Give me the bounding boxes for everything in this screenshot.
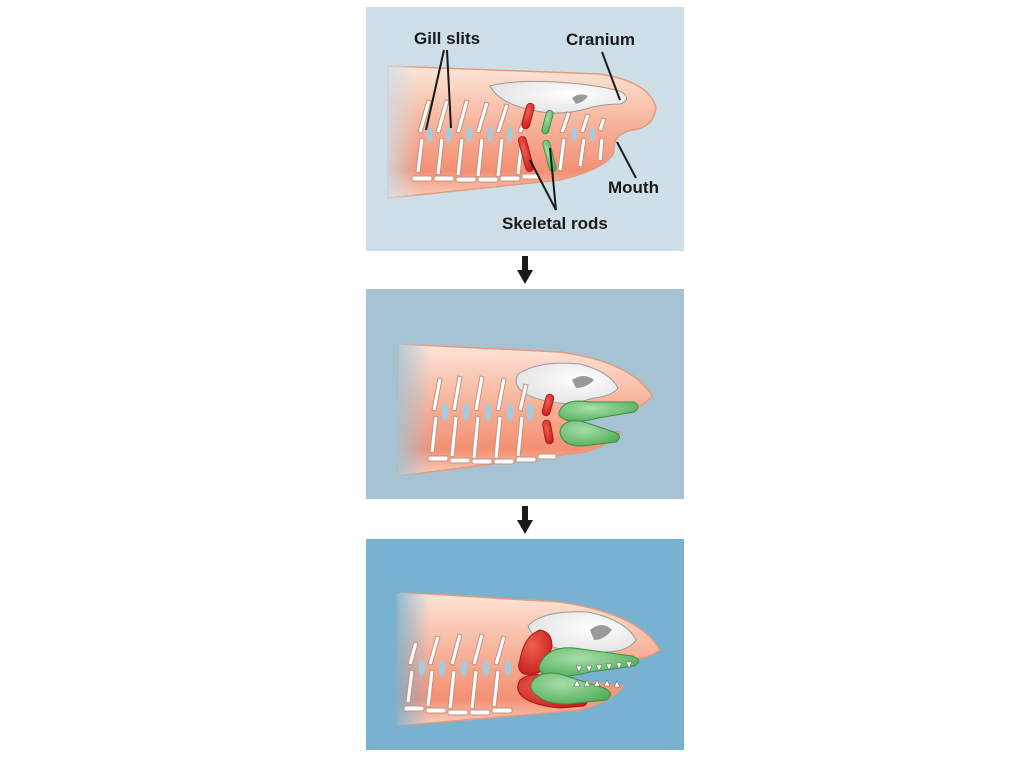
mouth-label: Mouth	[608, 178, 659, 197]
arrow-down-icon	[517, 256, 533, 284]
panel-jawed	[366, 539, 684, 750]
gill-slits	[427, 126, 595, 142]
rod-red-lower-icon	[517, 136, 535, 172]
rod-red-upper-icon	[541, 393, 555, 417]
panel-jawless: Gill slits Cranium Mouth Skeletal rods	[366, 7, 684, 251]
cranium-label: Cranium	[566, 30, 635, 49]
body-fade	[392, 340, 432, 480]
leader-lines	[425, 49, 637, 211]
ventral-bars	[411, 173, 541, 183]
gill-slits	[418, 660, 512, 676]
cranium-icon	[527, 611, 637, 653]
eye-socket-icon	[590, 625, 612, 640]
rod-red-upper-icon	[521, 102, 535, 130]
teeth-icon	[573, 661, 633, 688]
ventral-bars	[427, 453, 557, 465]
rod-green-lower-icon	[542, 139, 557, 172]
gill-slits	[441, 403, 534, 421]
body-fade	[380, 60, 420, 205]
skeletal-rods-label: Skeletal rods	[502, 214, 608, 233]
gill-bars	[415, 99, 607, 178]
upper-jaw-icon	[558, 400, 639, 423]
panel-early-jaws	[366, 289, 684, 499]
skeletal-rods	[517, 102, 557, 172]
rod-green-upper-icon	[541, 110, 554, 135]
gill-slits-label: Gill slits	[414, 29, 480, 48]
eye-socket-icon	[572, 376, 594, 388]
lower-jaw-icon	[559, 420, 620, 447]
eye-socket-icon	[572, 94, 588, 104]
gill-bars	[429, 375, 529, 460]
gill-bars	[405, 633, 507, 710]
rod-red-lower-icon	[542, 419, 554, 445]
arrow-down-icon	[517, 506, 533, 534]
lower-jaw-icon	[530, 672, 611, 705]
ventral-bars	[403, 705, 513, 716]
